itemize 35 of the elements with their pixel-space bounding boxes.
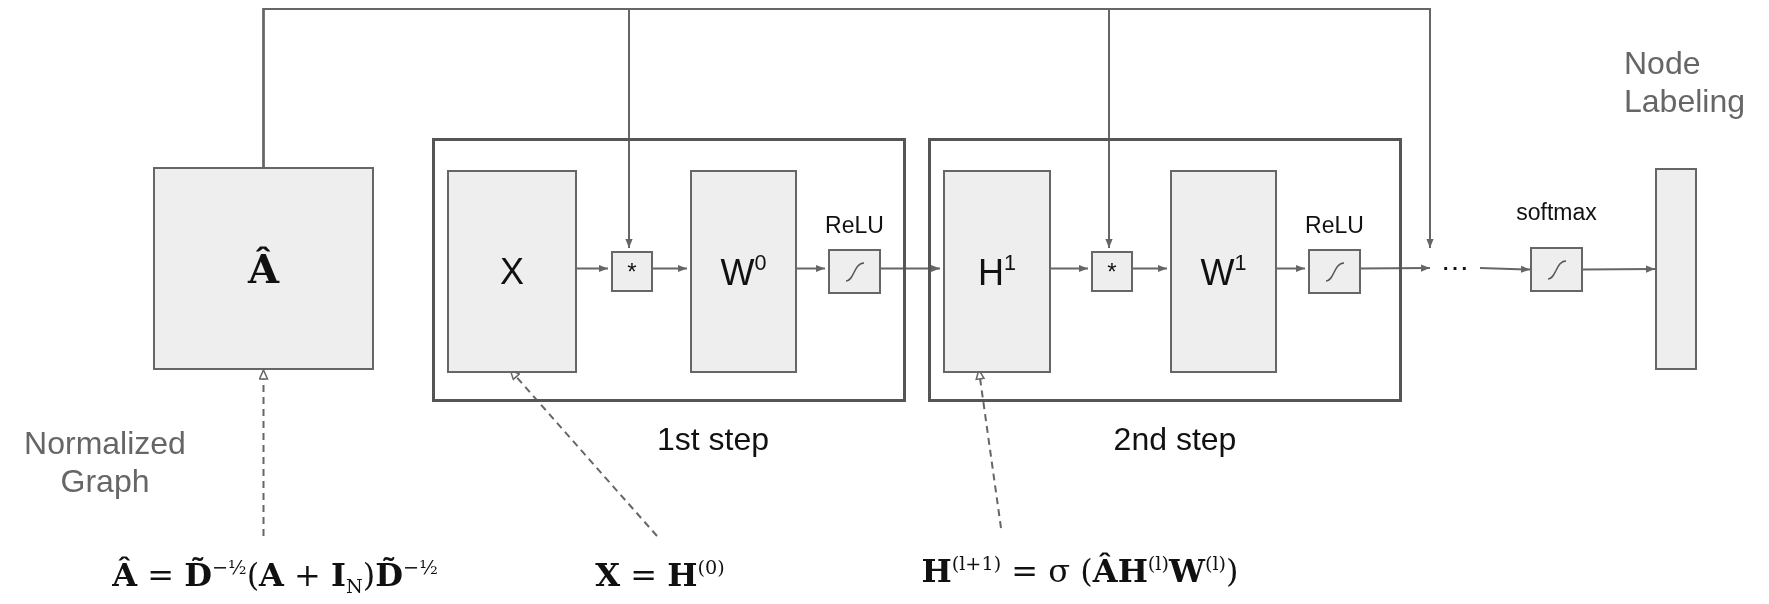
formula: H$^{(l+1)}$ = σ (ÂH$^{(l)}$W$^{(l)}$) (840, 528, 1320, 600)
matrix-box (153, 167, 374, 370)
formula: X = H$^{(0)}$ (560, 536, 760, 600)
activation-box (828, 249, 881, 294)
annotation-text: Normalized Graph (23, 424, 187, 501)
node-heading: ReLU (1304, 212, 1365, 240)
matrix-label: Â (247, 248, 279, 289)
node-heading: 2nd step (1112, 420, 1238, 459)
matrix-label: X (500, 253, 524, 290)
matrix-label: H$^{1}$ (978, 251, 1016, 292)
step-frame (928, 138, 1402, 402)
arrow (262, 8, 1434, 249)
operator-box (1091, 251, 1133, 292)
step-frame (432, 138, 906, 402)
ellipsis: ⋯ (1430, 248, 1480, 288)
operator-symbol: * (1107, 259, 1117, 284)
node-heading: 1st step (655, 420, 771, 459)
matrix-label: W$^{1}$ (1200, 251, 1247, 292)
arrow (1479, 265, 1531, 273)
activation-box (1530, 247, 1583, 292)
node-heading: Node Labeling (1624, 44, 1746, 121)
dashed-arrow (258, 369, 269, 537)
matrix-label: W$^{0}$ (720, 251, 767, 292)
node-heading: softmax (1515, 199, 1598, 227)
arrow (1582, 265, 1656, 273)
matrix-box (943, 170, 1051, 373)
output-bar (1655, 168, 1697, 370)
matrix-box (447, 170, 577, 373)
activation-box (1308, 249, 1361, 294)
matrix-box (690, 170, 797, 373)
operator-symbol: * (627, 259, 637, 284)
operator-box (611, 251, 653, 292)
node-heading: ReLU (824, 212, 885, 240)
matrix-box (1170, 170, 1277, 373)
formula: Â = D̃$^{−½}$(A + I$_{N}$)D̃$^{−½}$ (30, 536, 520, 600)
